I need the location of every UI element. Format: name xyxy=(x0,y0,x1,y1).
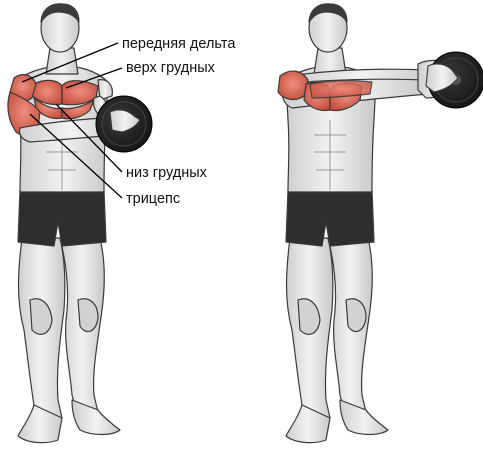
leader-line-triceps xyxy=(29,113,123,199)
leader-line-lower-chest xyxy=(55,103,123,173)
right-figure-fingers xyxy=(425,63,459,93)
left-figure-shorts xyxy=(17,189,107,247)
leader-line-anterior-deltoid xyxy=(21,42,119,83)
leader-line-upper-chest xyxy=(65,67,123,89)
figure-left xyxy=(7,3,139,444)
left-figure-lower-chest-right xyxy=(61,99,95,120)
left-figure-legs xyxy=(17,237,121,444)
label-triceps: трицепс xyxy=(126,191,181,207)
right-figure-abs xyxy=(314,120,346,190)
right-figure-shorts xyxy=(285,189,375,247)
left-figure-forearm xyxy=(18,117,121,143)
left-figure-hair xyxy=(40,3,80,23)
label-lower-chest: низ грудных xyxy=(126,165,207,181)
right-figure-hair xyxy=(308,3,348,23)
right-figure-arm-highlight xyxy=(309,80,373,99)
leader-lines xyxy=(21,42,123,199)
figure-right xyxy=(277,3,463,444)
left-figure-fingers xyxy=(109,109,141,133)
label-anterior-deltoid: передняя дельта xyxy=(122,36,236,52)
right-figure-legs xyxy=(285,237,389,444)
right-figure-anterior-deltoid xyxy=(277,70,309,101)
left-figure-deltoid-right xyxy=(97,79,113,101)
label-upper-chest: верх грудных xyxy=(126,60,215,76)
